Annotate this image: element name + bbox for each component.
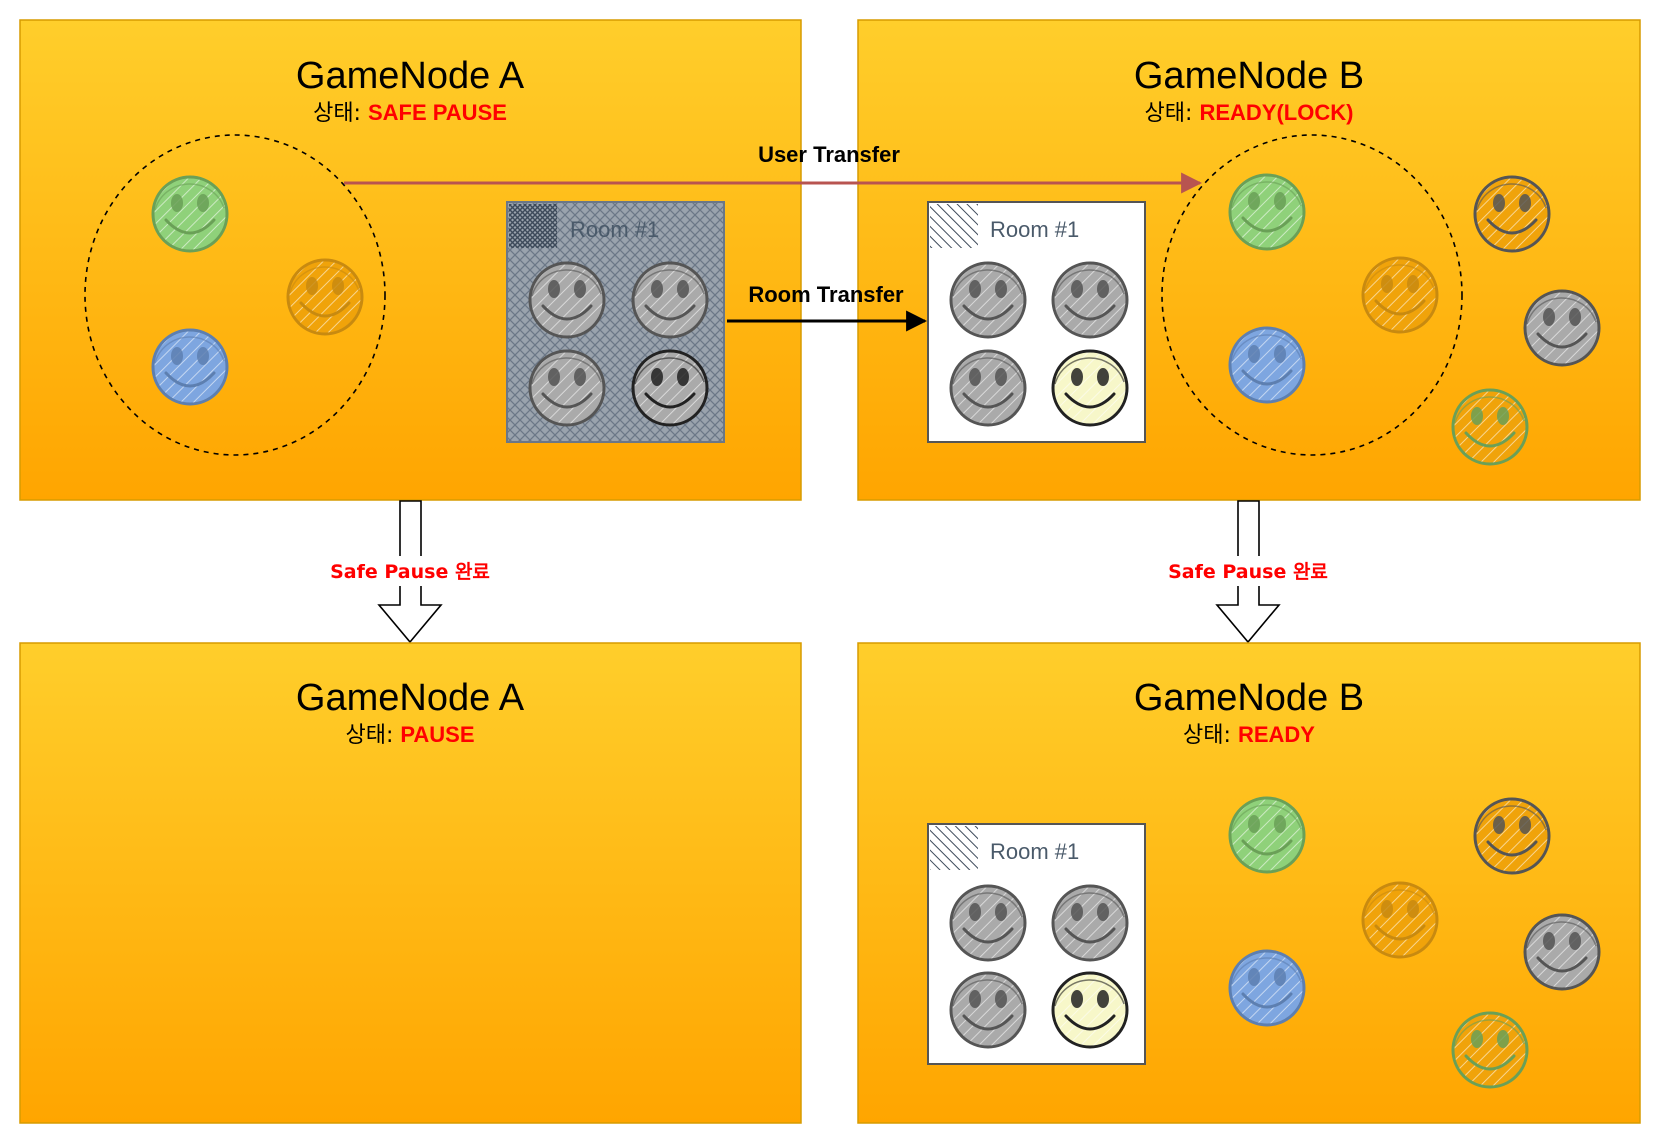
state-prefix: 상태: <box>1183 723 1238 748</box>
smiley-icon <box>1228 949 1306 1027</box>
state-prefix: 상태: <box>345 723 400 748</box>
smiley-icon <box>1361 881 1439 959</box>
node-title: GameNode A <box>296 55 525 97</box>
smiley-icon <box>1051 261 1129 339</box>
room-box-locked: Room #1 <box>506 201 725 443</box>
room-transfer-label: Room Transfer <box>748 282 904 307</box>
smiley-icon <box>286 258 364 336</box>
gamenode-b-bottom: GameNode B 상태: READY Room #1 <box>857 642 1641 1124</box>
room-label: Room #1 <box>990 217 1079 242</box>
room-transfer-edge: Room Transfer <box>727 282 928 332</box>
smiley-icon <box>1051 884 1129 962</box>
smiley-icon <box>631 261 709 339</box>
state-prefix: 상태: <box>1145 101 1200 126</box>
smiley-icon <box>1361 256 1439 334</box>
node-title: GameNode B <box>1134 677 1364 719</box>
state-value: READY(LOCK) <box>1199 100 1353 125</box>
step-arrow-left: Safe Pause 완료 <box>318 500 502 644</box>
smiley-icon <box>1228 796 1306 874</box>
smiley-icon <box>1051 971 1129 1049</box>
smiley-icon <box>949 261 1027 339</box>
node-state: 상태: SAFE PAUSE <box>313 100 507 126</box>
state-value: PAUSE <box>400 722 474 747</box>
smiley-icon <box>151 328 229 406</box>
state-value: SAFE PAUSE <box>368 100 507 125</box>
gamenode-a-bottom: GameNode A 상태: PAUSE <box>19 642 802 1124</box>
smiley-icon <box>1523 913 1601 991</box>
smiley-icon <box>949 884 1027 962</box>
smiley-icon <box>1451 388 1529 466</box>
state-value: READY <box>1238 722 1315 747</box>
node-title: GameNode B <box>1134 55 1364 97</box>
smiley-icon <box>1228 173 1306 251</box>
smiley-icon <box>151 175 229 253</box>
smiley-icon <box>631 349 709 427</box>
smiley-icon <box>1051 349 1129 427</box>
smiley-icon <box>949 971 1027 1049</box>
room-box: Room #1 <box>927 823 1146 1065</box>
smiley-icon <box>1473 797 1551 875</box>
room-label: Room #1 <box>990 839 1079 864</box>
node-state: 상태: READY(LOCK) <box>1145 100 1354 126</box>
room-box: Room #1 <box>927 201 1146 443</box>
user-transfer-label: User Transfer <box>758 142 900 167</box>
user-group-ellipse <box>1161 134 1463 456</box>
step-label: Safe Pause 완료 <box>330 561 490 583</box>
smiley-icon <box>1451 1011 1529 1089</box>
node-title: GameNode A <box>296 677 525 719</box>
user-transfer-edge: User Transfer <box>344 142 1203 194</box>
gamenode-a-top: GameNode A 상태: SAFE PAUSE Room #1 <box>19 19 802 501</box>
smiley-icon <box>1523 289 1601 367</box>
smiley-icon <box>949 349 1027 427</box>
smiley-icon <box>528 261 606 339</box>
step-arrow-right: Safe Pause 완료 <box>1156 500 1340 644</box>
gamenode-b-top: GameNode B 상태: READY(LOCK) Room #1 <box>857 19 1641 501</box>
step-label: Safe Pause 완료 <box>1168 561 1328 583</box>
user-group-ellipse <box>84 134 386 456</box>
smiley-icon <box>1473 175 1551 253</box>
smiley-icon <box>1228 326 1306 404</box>
node-state: 상태: PAUSE <box>345 722 474 748</box>
state-prefix: 상태: <box>313 101 368 126</box>
node-state: 상태: READY <box>1183 722 1315 748</box>
smiley-icon <box>528 349 606 427</box>
room-label: Room #1 <box>570 217 659 242</box>
